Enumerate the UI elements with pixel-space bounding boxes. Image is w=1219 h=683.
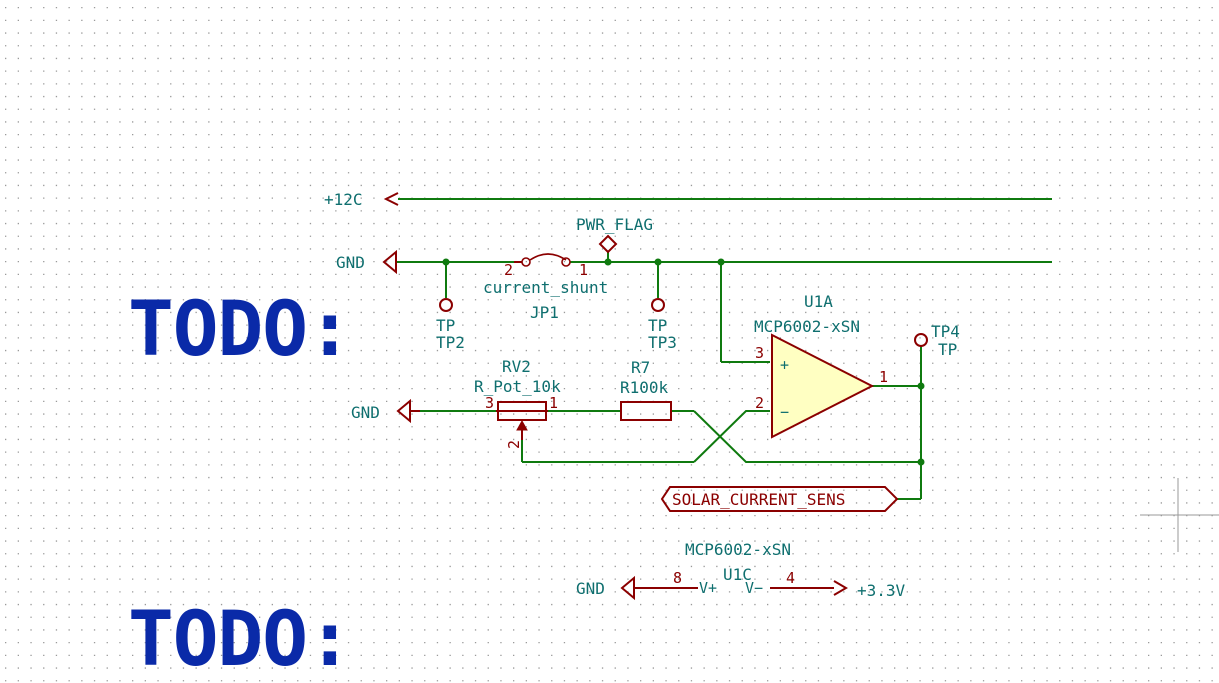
todo-note-1[interactable]: TODO: bbox=[128, 284, 353, 373]
net-label-gnd-bottom: GND bbox=[576, 579, 605, 598]
cursor-crosshair bbox=[1140, 478, 1219, 552]
net-label-gnd-mid: GND bbox=[351, 403, 380, 422]
r7-resistor[interactable]: R7 R100k bbox=[620, 358, 672, 421]
junction-dot bbox=[717, 258, 725, 266]
r7-value: R100k bbox=[620, 378, 669, 397]
tp3-value: TP bbox=[648, 316, 667, 335]
u1c-vminus: V− bbox=[745, 579, 763, 597]
junctions bbox=[442, 258, 925, 466]
jp1-pin-2: 2 bbox=[504, 261, 513, 279]
u1c-pin-4: 4 bbox=[786, 569, 795, 587]
u1c-ref: U1C bbox=[723, 565, 752, 584]
u1c-vplus: V+ bbox=[699, 579, 717, 597]
global-label-solar-current[interactable]: SOLAR_CURRENT_SENS bbox=[660, 486, 899, 512]
u1a-minus-sign: − bbox=[780, 403, 789, 421]
rv2-pin-1: 1 bbox=[549, 394, 558, 412]
power-gnd-mid[interactable]: GND bbox=[351, 398, 420, 424]
power-gnd-top[interactable]: GND bbox=[336, 249, 397, 275]
wires bbox=[396, 198, 1052, 500]
net-label-gnd-top: GND bbox=[336, 253, 365, 272]
u1c-value: MCP6002-xSN bbox=[685, 540, 791, 559]
u1a-plus-sign: + bbox=[780, 356, 789, 374]
tp2-value: TP bbox=[436, 316, 455, 335]
pwr-flag-label: PWR_FLAG bbox=[576, 215, 653, 234]
u1a-body bbox=[771, 333, 875, 439]
tp3-testpoint[interactable]: TP TP3 bbox=[648, 298, 677, 352]
rv2-pin-3: 3 bbox=[485, 394, 494, 412]
u1a-value: MCP6002-xSN bbox=[754, 317, 860, 336]
rv2-value: R_Pot_10k bbox=[474, 377, 561, 396]
jp1-ref: JP1 bbox=[530, 303, 559, 322]
tp4-testpoint[interactable]: TP4 TP bbox=[914, 322, 960, 359]
tp4-value: TP bbox=[938, 340, 957, 359]
jp1-value: current_shunt bbox=[483, 278, 608, 297]
power-12c[interactable]: +12C bbox=[324, 190, 399, 209]
todo-note-2[interactable]: TODO: bbox=[128, 594, 353, 683]
u1a-pin-3: 3 bbox=[755, 344, 764, 362]
rv2-pin-2: 2 bbox=[505, 440, 523, 449]
rv2-potentiometer[interactable]: 3 1 2 RV2 R_Pot_10k bbox=[474, 357, 561, 449]
power-pwr-flag[interactable]: PWR_FLAG bbox=[576, 215, 653, 254]
tp2-testpoint[interactable]: TP TP2 bbox=[436, 298, 465, 352]
u1a-pin-2: 2 bbox=[755, 394, 764, 412]
net-label-3v3: +3.3V bbox=[857, 581, 906, 600]
u1a-pin-1: 1 bbox=[879, 368, 888, 386]
jp1-jumper[interactable]: 2 1 current_shunt JP1 bbox=[483, 253, 608, 322]
junction-dot bbox=[442, 258, 450, 266]
u1c-pin-8: 8 bbox=[673, 569, 682, 587]
junction-dot bbox=[604, 258, 612, 266]
net-label-12c: +12C bbox=[324, 190, 363, 209]
wire-cross-a bbox=[693, 410, 921, 463]
junction-dot bbox=[917, 458, 925, 466]
u1a-ref: U1A bbox=[804, 292, 833, 311]
tp3-ref: TP3 bbox=[648, 333, 677, 352]
u1c-opamp-power[interactable]: GND +3.3V 8 4 V+ V− U1C MCP6002-xSN bbox=[576, 540, 906, 601]
tp2-ref: TP2 bbox=[436, 333, 465, 352]
jp1-pin-1: 1 bbox=[579, 261, 588, 279]
junction-dot bbox=[917, 382, 925, 390]
r7-ref: R7 bbox=[631, 358, 650, 377]
tp4-ref: TP4 bbox=[931, 322, 960, 341]
u1a-opamp[interactable]: + − 3 2 1 U1A MCP6002-xSN bbox=[754, 292, 888, 439]
rv2-ref: RV2 bbox=[502, 357, 531, 376]
global-label-text: SOLAR_CURRENT_SENS bbox=[672, 490, 845, 509]
junction-dot bbox=[654, 258, 662, 266]
wire-cross-b bbox=[693, 410, 770, 463]
